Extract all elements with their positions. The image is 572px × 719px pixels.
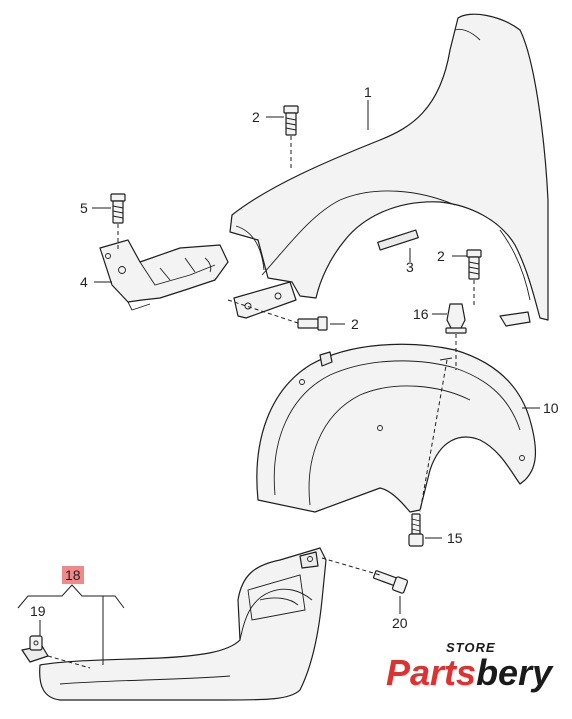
bolt-2-right	[466, 249, 482, 280]
logo-brand-dark: bery	[476, 652, 553, 693]
leader-lines	[17, 100, 540, 669]
screw-20	[372, 570, 409, 594]
callout-2-right: 2	[437, 248, 445, 264]
callout-2-top: 2	[252, 109, 260, 125]
bracket-part-4	[99, 239, 229, 311]
callout-5: 5	[80, 200, 88, 216]
callout-18-highlight	[62, 566, 84, 584]
callout-20: 20	[392, 615, 408, 631]
bolt-5	[110, 193, 126, 224]
callout-16: 16	[413, 306, 429, 322]
callout-15: 15	[447, 530, 463, 546]
wheel-arch-liner-part-10	[256, 343, 536, 513]
bolt-2-horizontal	[297, 316, 328, 331]
callout-2-horizontal: 2	[351, 316, 359, 332]
fender-part-1	[229, 13, 549, 327]
callout-18: 18	[65, 567, 81, 583]
callout-1: 1	[364, 84, 372, 100]
logo-brand-text: Partsbery	[386, 652, 552, 694]
callout-4: 4	[80, 274, 88, 290]
clip-part-19	[21, 635, 49, 663]
logo-brand-red: Parts	[386, 652, 477, 693]
clip-16	[445, 303, 467, 334]
deflector-part-18	[39, 547, 327, 701]
callout-10: 10	[543, 400, 559, 416]
bolt-2-top	[283, 105, 299, 136]
logo-store-text: STORE	[446, 640, 496, 655]
callout-3: 3	[406, 259, 414, 275]
partsbery-logo: STORE Partsbery	[384, 640, 560, 700]
callout-19: 19	[30, 603, 46, 619]
screw-15	[408, 513, 424, 547]
